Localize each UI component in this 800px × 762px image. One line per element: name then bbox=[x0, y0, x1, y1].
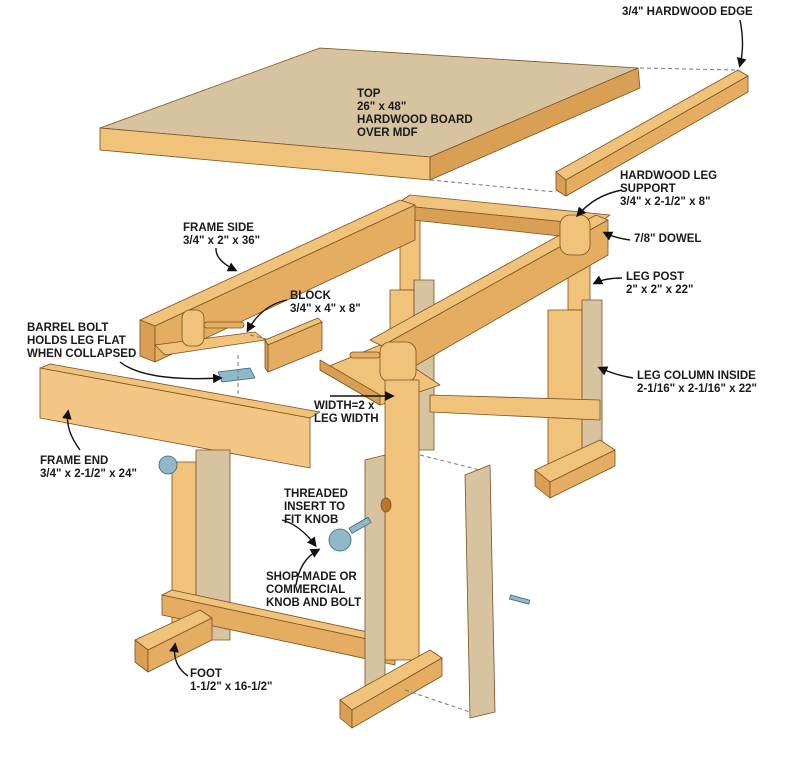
label-line: THREADED bbox=[284, 488, 348, 500]
label-line: 1-1/2" x 16-1/2" bbox=[190, 681, 273, 693]
label-line: WIDTH=2 x bbox=[314, 400, 375, 412]
label-knob: SHOP-MADE OR COMMERCIAL KNOB AND BOLT bbox=[266, 571, 361, 610]
label-dowel: 7/8" DOWEL bbox=[634, 233, 701, 246]
label-top: TOP 26" x 48" HARDWOOD BOARD OVER MDF bbox=[357, 88, 473, 140]
label-line: BLOCK bbox=[290, 290, 331, 302]
label-line: HARDWOOD LEG bbox=[620, 170, 718, 182]
leg-column-panel bbox=[464, 464, 496, 719]
assembly-lines bbox=[237, 67, 739, 713]
label-line: LEG WIDTH bbox=[314, 413, 379, 425]
label-line: 2-1/16" x 2-1/16" x 22" bbox=[637, 383, 757, 395]
label-leg-post: LEG POST 2" x 2" x 22" bbox=[626, 271, 694, 297]
label-line: 26" x 48" bbox=[357, 101, 407, 113]
knob-icon bbox=[158, 367, 531, 605]
label-line: SHOP-MADE OR bbox=[266, 571, 357, 583]
frame-side bbox=[139, 199, 416, 363]
label-line: 3/4" HARDWOOD EDGE bbox=[622, 6, 753, 18]
label-block: BLOCK 3/4" x 4" x 8" bbox=[290, 290, 361, 316]
label-line: 7/8" DOWEL bbox=[634, 233, 702, 245]
label-line: INSERT TO bbox=[284, 501, 346, 513]
label-barrel-bolt: BARREL BOLT HOLDS LEG FLAT WHEN COLLAPSE… bbox=[27, 322, 136, 361]
label-threaded-insert: THREADED INSERT TO FIT KNOB bbox=[284, 488, 348, 527]
label-line: 3/4" x 2-1/2" x 24" bbox=[40, 468, 137, 480]
label-hardwood-edge: 3/4" HARDWOOD EDGE bbox=[622, 6, 753, 19]
label-line: FRAME SIDE bbox=[183, 222, 254, 234]
label-line: WHEN COLLAPSED bbox=[27, 348, 137, 360]
leader-arrows bbox=[62, 19, 747, 677]
label-line: BARREL BOLT bbox=[27, 322, 109, 334]
label-line: FOOT bbox=[190, 668, 222, 680]
front-left-leg bbox=[134, 449, 406, 673]
label-line: 2" x 2" x 22" bbox=[626, 284, 694, 296]
label-leg-support: HARDWOOD LEG SUPPORT 3/4" x 2-1/2" x 8" bbox=[620, 170, 717, 209]
label-line: HARDWOOD BOARD bbox=[357, 114, 473, 126]
label-leg-column: LEG COLUMN INSIDE 2-1/16" x 2-1/16" x 22… bbox=[637, 370, 757, 396]
label-line: SUPPORT bbox=[620, 183, 676, 195]
tabletop bbox=[99, 47, 641, 181]
label-frame-end: FRAME END 3/4" x 2-1/2" x 24" bbox=[40, 455, 137, 481]
label-line: COMMERCIAL bbox=[266, 584, 346, 596]
label-width: WIDTH=2 x LEG WIDTH bbox=[314, 400, 379, 426]
label-line: FRAME END bbox=[40, 455, 109, 467]
label-frame-side: FRAME SIDE 3/4" x 2" x 36" bbox=[183, 222, 260, 248]
block bbox=[264, 317, 323, 373]
label-line: 3/4" x 2-1/2" x 8" bbox=[620, 196, 711, 208]
label-line: LEG COLUMN INSIDE bbox=[637, 370, 756, 382]
label-line: FIT KNOB bbox=[284, 514, 339, 526]
label-line: OVER MDF bbox=[357, 127, 418, 139]
label-line: KNOB AND BOLT bbox=[266, 597, 362, 609]
label-foot: FOOT 1-1/2" x 16-1/2" bbox=[190, 668, 273, 694]
label-line: HOLDS LEG FLAT bbox=[27, 335, 126, 347]
label-line: 3/4" x 4" x 8" bbox=[290, 303, 361, 315]
hardwood-edge bbox=[555, 69, 749, 197]
front-right-leg bbox=[339, 379, 443, 729]
label-line: TOP bbox=[357, 88, 381, 100]
label-line: 3/4" x 2" x 36" bbox=[183, 235, 261, 247]
label-line: LEG POST bbox=[626, 271, 685, 283]
frame-end bbox=[39, 363, 321, 469]
